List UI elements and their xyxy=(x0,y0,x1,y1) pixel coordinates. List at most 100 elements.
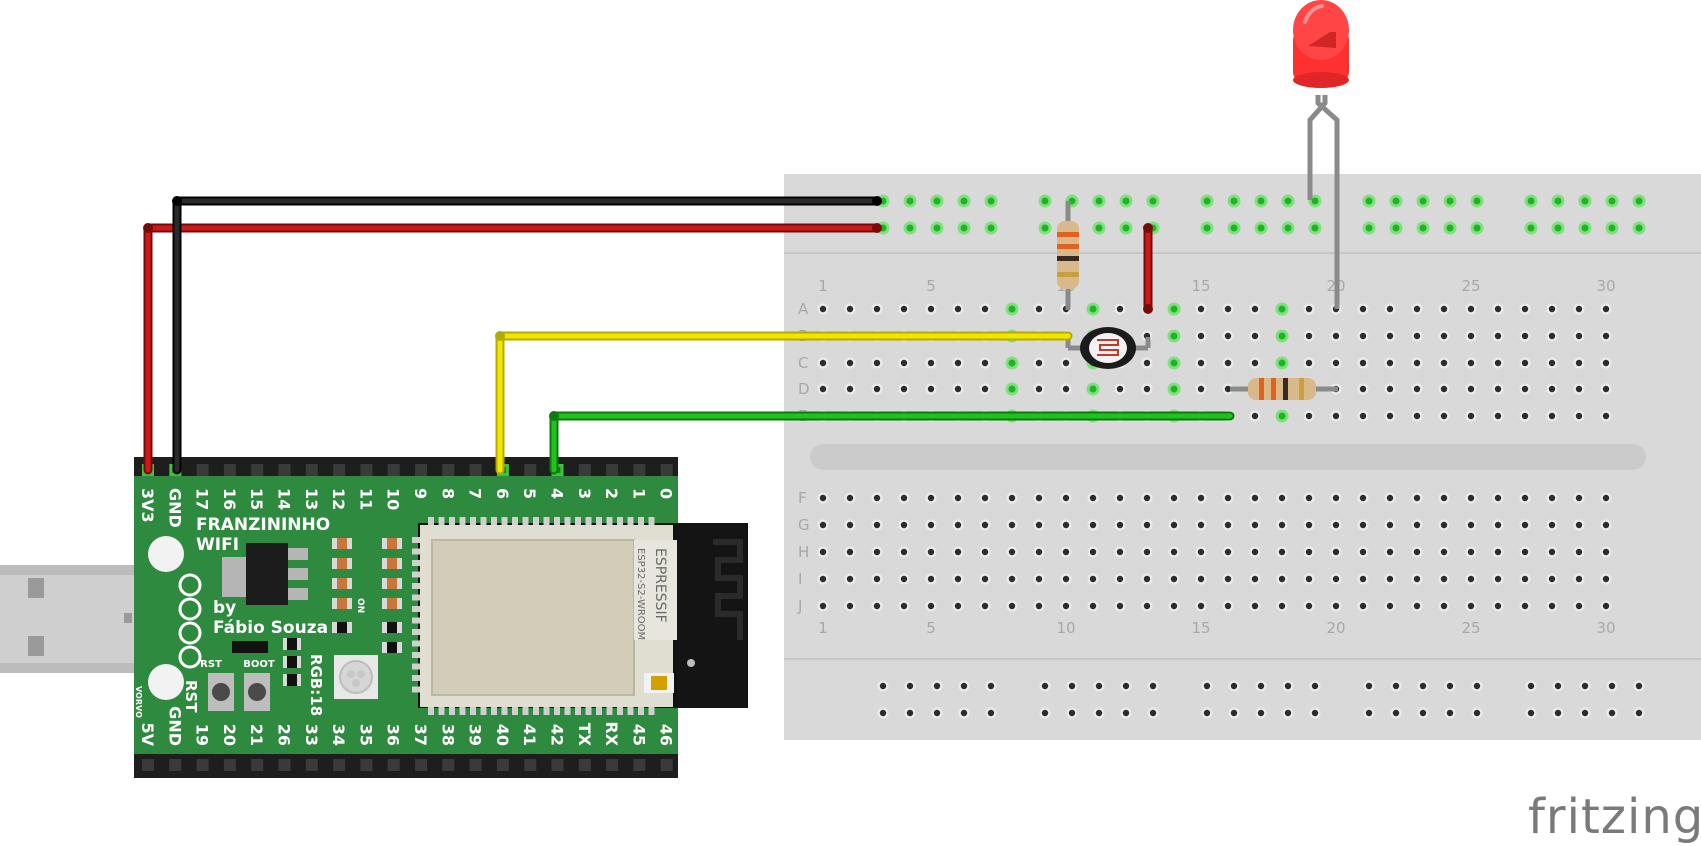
power-rail-hole xyxy=(1443,221,1457,235)
power-rail-hole xyxy=(1551,221,1565,235)
breadboard-hole xyxy=(871,519,883,531)
power-rail-hole xyxy=(877,680,889,692)
header-pin xyxy=(606,759,619,771)
top-pin-label: 13 xyxy=(302,488,321,510)
breadboard-hole xyxy=(1195,492,1207,504)
breadboard-hole xyxy=(1222,492,1234,504)
bottom-pin-label: 41 xyxy=(520,724,539,746)
breadboard-hole xyxy=(1114,303,1126,315)
top-pin-label: 12 xyxy=(329,488,348,510)
header-pin xyxy=(415,759,427,771)
breadboard-hole xyxy=(1275,329,1289,343)
breadboard-hole xyxy=(1222,519,1234,531)
power-rail-hole xyxy=(1066,680,1078,692)
module-pin xyxy=(412,640,424,647)
module-pin xyxy=(627,703,634,715)
breadboard-hole xyxy=(1167,302,1181,316)
breadboard-hole xyxy=(1168,492,1180,504)
power-rail-hole xyxy=(1200,221,1214,235)
breadboard-hole xyxy=(1411,573,1423,585)
breadboard-hole xyxy=(1087,519,1099,531)
breadboard-hole xyxy=(1114,573,1126,585)
module-pin xyxy=(596,517,602,529)
top-pin-label: 16 xyxy=(220,488,239,510)
power-rail-hole xyxy=(1633,680,1645,692)
breadboard-hole xyxy=(1141,546,1153,558)
breadboard-hole xyxy=(1411,410,1423,422)
header-pin xyxy=(524,464,537,476)
breadboard-hole xyxy=(1438,330,1450,342)
module-pin xyxy=(438,517,445,529)
module-pin xyxy=(617,703,623,715)
power-rail-hole xyxy=(1039,680,1051,692)
breadboard-hole xyxy=(1465,303,1477,315)
module-pin xyxy=(470,517,476,529)
breadboard-hole xyxy=(1384,573,1396,585)
module-pin xyxy=(412,548,424,555)
rgb-led xyxy=(334,655,378,699)
resistor-vertical xyxy=(1057,201,1079,310)
power-rail-hole xyxy=(1119,221,1133,235)
breadboard-hole xyxy=(1492,383,1504,395)
top-pin-label: 5 xyxy=(520,488,539,499)
breadboard-hole xyxy=(1086,302,1100,316)
power-rail-hole xyxy=(1309,707,1321,719)
breadboard-hole xyxy=(1114,492,1126,504)
header-pin xyxy=(524,759,537,771)
breadboard-hole xyxy=(1303,573,1315,585)
breadboard-hole xyxy=(1303,546,1315,558)
breadboard-hole xyxy=(1195,600,1207,612)
breadboard-hole xyxy=(1167,382,1181,396)
rst-button[interactable] xyxy=(208,673,234,711)
module-pin xyxy=(575,517,581,529)
breadboard-column-label: 15 xyxy=(1191,277,1210,295)
power-rail-hole xyxy=(1471,707,1483,719)
breadboard-hole xyxy=(1438,573,1450,585)
breadboard-hole xyxy=(898,492,910,504)
header-pin xyxy=(251,759,264,771)
bottom-pin-label: 21 xyxy=(247,724,266,746)
module-pin xyxy=(564,703,571,715)
breadboard-hole xyxy=(1438,546,1450,558)
smd-part xyxy=(283,638,301,650)
breadboard-hole xyxy=(1303,492,1315,504)
header-pin xyxy=(196,464,209,476)
power-rail-hole xyxy=(1362,221,1376,235)
breadboard-hole xyxy=(1438,303,1450,315)
header-pin xyxy=(660,464,673,476)
power-rail-hole xyxy=(1254,221,1268,235)
board-by-line2: Fábio Souza xyxy=(213,618,328,638)
breadboard-hole xyxy=(817,492,829,504)
bottom-pin-label: 37 xyxy=(411,724,430,746)
boot-button[interactable] xyxy=(244,673,270,711)
breadboard-hole xyxy=(1006,600,1018,612)
power-rail-hole xyxy=(1444,680,1456,692)
resistor-horizontal xyxy=(1230,378,1338,400)
breadboard-hole xyxy=(1357,383,1369,395)
breadboard-hole xyxy=(1546,383,1558,395)
breadboard-hole xyxy=(1195,546,1207,558)
breadboard-hole xyxy=(1519,357,1531,369)
breadboard-hole xyxy=(979,357,991,369)
breadboard-hole xyxy=(1330,546,1342,558)
breadboard-hole xyxy=(1573,383,1585,395)
breadboard-hole xyxy=(1087,600,1099,612)
breadboard-column-label: 1 xyxy=(818,619,828,637)
power-rail-hole xyxy=(931,680,943,692)
vorvo-label: VORVO xyxy=(134,686,143,718)
module-pin xyxy=(627,517,634,529)
breadboard-hole xyxy=(1546,600,1558,612)
breadboard-hole xyxy=(1573,303,1585,315)
header-pin xyxy=(169,759,182,771)
header-pin xyxy=(578,464,591,476)
module-pin xyxy=(554,517,560,529)
breadboard-hole xyxy=(1060,573,1072,585)
top-pin-label: 10 xyxy=(384,488,403,510)
breadboard-hole xyxy=(871,600,883,612)
breadboard-hole xyxy=(925,492,937,504)
header-pin xyxy=(387,759,400,771)
breadboard-hole xyxy=(1546,410,1558,422)
bottom-pin-label: 36 xyxy=(384,724,403,746)
breadboard-hole xyxy=(844,600,856,612)
module-pin xyxy=(412,663,424,670)
